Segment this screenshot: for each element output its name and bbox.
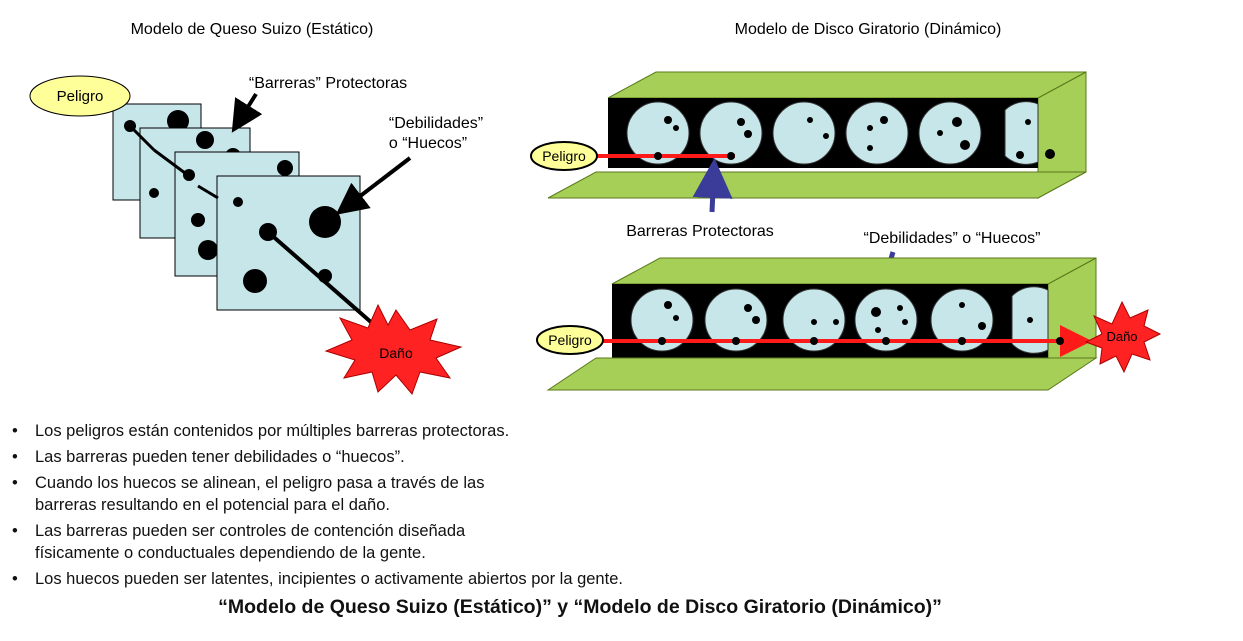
hazard-label-left: Peligro xyxy=(57,88,104,105)
disc-box-top xyxy=(547,71,1087,199)
hazard-ellipse-right-bottom: Peligro xyxy=(536,325,604,355)
barriers-label-right: Barreras Protectoras xyxy=(626,223,774,240)
bullet-item: Cuando los huecos se alinean, el peligro… xyxy=(10,472,770,516)
barriers-arrow-left xyxy=(231,92,263,133)
bullet-text-cont: barreras resultando en el potencial para… xyxy=(35,496,390,514)
cheese-slice-4 xyxy=(216,175,361,311)
left-title: Modelo de Queso Suizo (Estático) xyxy=(131,21,374,38)
hazard-ellipse-right-top: Peligro xyxy=(530,141,598,171)
barriers-label-left: “Barreras” Protectoras xyxy=(249,75,407,92)
discs-bottom xyxy=(630,286,1049,354)
damage-starburst-right: Daño xyxy=(1084,300,1162,374)
bullet-text: Cuando los huecos se alinean, el peligro… xyxy=(35,474,485,492)
bullet-item: Los huecos pueden ser latentes, incipien… xyxy=(10,568,770,590)
damage-starburst-left: Daño xyxy=(324,303,463,395)
barriers-arrow-right xyxy=(692,158,733,213)
holes-label-right: “Debilidades” o “Huecos” xyxy=(864,230,1041,247)
hazard-ellipse-left: Peligro xyxy=(29,75,131,117)
discs-top xyxy=(626,101,1039,165)
holes-label-left-2: o “Huecos” xyxy=(389,135,467,152)
bullet-item: Las barreras pueden ser controles de con… xyxy=(10,520,770,564)
hazard-trajectory xyxy=(128,124,382,332)
hazard-label-right-top: Peligro xyxy=(542,148,586,164)
bullet-text: Las barreras pueden tener debilidades o … xyxy=(35,448,405,466)
bullet-text: Los huecos pueden ser latentes, incipien… xyxy=(35,570,623,588)
right-title: Modelo de Disco Giratorio (Dinámico) xyxy=(735,21,1002,38)
hazard-label-right-bottom: Peligro xyxy=(548,332,592,348)
bullet-list: Los peligros están contenidos por múltip… xyxy=(10,420,770,594)
bullet-item: Las barreras pueden tener debilidades o … xyxy=(10,446,770,468)
bullet-text: Las barreras pueden ser controles de con… xyxy=(35,522,466,540)
holes-arrow-left xyxy=(335,156,412,215)
holes-label-left-1: “Debilidades” xyxy=(389,115,483,132)
damage-label-right: Daño xyxy=(1106,329,1137,344)
damage-label-left: Daño xyxy=(379,345,413,361)
figure-caption: “Modelo de Queso Suizo (Estático)” y “Mo… xyxy=(218,596,942,618)
disc-box-bottom xyxy=(546,257,1098,391)
bullet-item: Los peligros están contenidos por múltip… xyxy=(10,420,770,442)
bullet-text-cont: físicamente o conductuales dependiendo d… xyxy=(35,544,426,562)
bullet-text: Los peligros están contenidos por múltip… xyxy=(35,422,510,440)
